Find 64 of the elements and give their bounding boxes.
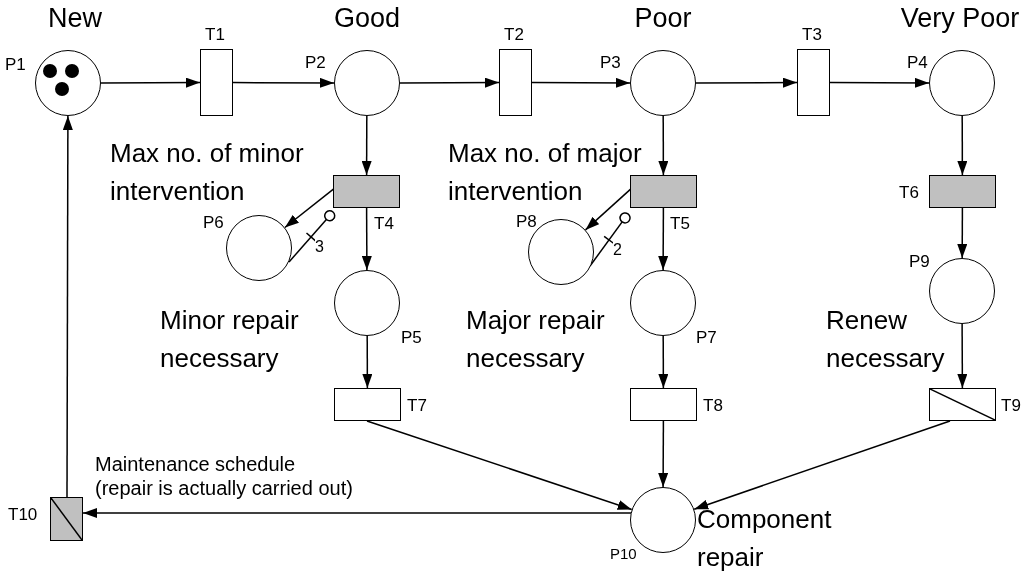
state-label: Very Poor (899, 2, 1021, 35)
arrow (82, 508, 632, 518)
arrow (695, 77, 798, 88)
state-label: Poor (633, 2, 693, 35)
transition-label: T1 (205, 25, 225, 46)
transition-bar (630, 175, 697, 208)
transition-label: T4 (374, 214, 394, 235)
transition-bar (50, 497, 83, 541)
description-label: Minor repair necessary (160, 304, 300, 375)
arrow (658, 115, 669, 176)
place-label: P9 (909, 252, 930, 273)
arrow (366, 420, 633, 511)
arrow (957, 115, 968, 176)
transition-label: T2 (504, 25, 524, 46)
place-label: P3 (600, 53, 621, 74)
description-label: Major repair necessary (466, 304, 606, 375)
state-label: Good (332, 2, 402, 35)
transition-bar (630, 388, 697, 421)
arrow (531, 77, 631, 88)
arrow (361, 207, 372, 271)
arrow (100, 77, 201, 88)
place-label: P10 (610, 545, 637, 563)
arrow (658, 335, 669, 389)
place-label: P8 (516, 212, 537, 233)
transition-label: T9 (1001, 396, 1021, 417)
arrow (399, 77, 500, 88)
description-label: Component repair (697, 503, 833, 574)
transition-bar (334, 388, 401, 421)
transition-bar (333, 175, 400, 208)
description-label: Max no. of major intervention (448, 137, 643, 208)
transition-label: T10 (8, 505, 38, 526)
place-label: P6 (203, 213, 224, 234)
transition-label: T6 (899, 183, 919, 204)
place-label: P5 (401, 328, 422, 349)
arrow (829, 77, 930, 88)
transition-bar (797, 49, 830, 116)
description-label: (repair is actually carried out) (95, 476, 353, 500)
description-label: Maintenance schedule (95, 452, 296, 476)
arrow (658, 420, 669, 488)
arrow (62, 115, 73, 498)
arrow (957, 323, 968, 389)
arrow (362, 335, 373, 389)
state-label: New (47, 2, 103, 35)
place-label: P4 (907, 53, 928, 74)
place-label: P2 (305, 53, 326, 74)
transition-bar (499, 49, 532, 116)
description-label: Renew necessary (826, 304, 946, 375)
arrow (658, 207, 669, 271)
arrow (361, 115, 372, 176)
transition-bar (929, 175, 996, 208)
transition-label: T3 (802, 25, 822, 46)
transition-label: T7 (407, 396, 427, 417)
inhibitor-arc (589, 212, 631, 267)
place-label: P7 (696, 328, 717, 349)
place-label: P1 (5, 55, 26, 76)
arrow (232, 77, 335, 88)
arrow (693, 420, 951, 510)
transition-label: T8 (703, 396, 723, 417)
description-label: Max no. of minor intervention (110, 137, 305, 208)
transition-bar (200, 49, 233, 116)
transition-label: T5 (670, 214, 690, 235)
transition-bar (929, 388, 996, 421)
inhibitor-arc (288, 210, 336, 263)
arrow (957, 207, 968, 259)
